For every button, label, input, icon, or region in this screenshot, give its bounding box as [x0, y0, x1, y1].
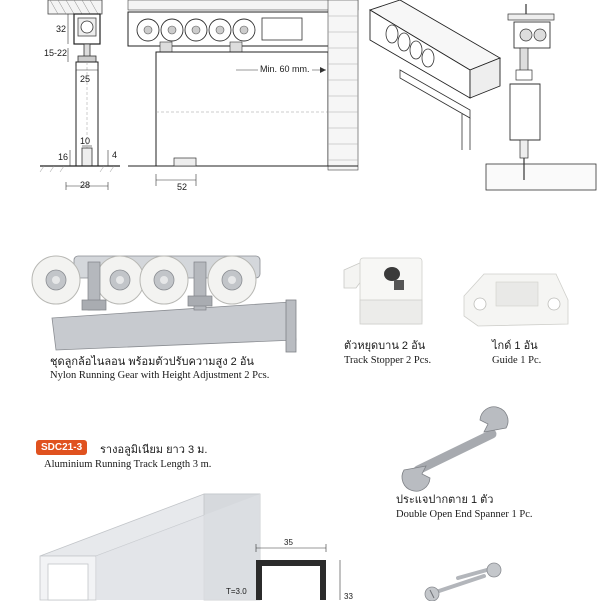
min-60-label: Min. 60 mm.	[258, 64, 312, 74]
dim-25-label: 25	[80, 74, 91, 84]
dim-33-label: 33	[344, 592, 353, 601]
dim-28-label: 28	[80, 180, 91, 190]
product-code-badge: SDC21-3	[36, 440, 88, 455]
dim-15-22-label: 15-22	[44, 48, 68, 58]
dim-35-label: 35	[284, 538, 293, 547]
guide-label-en: Guide 1 Pc.	[492, 355, 542, 366]
spanner-label-th: ประแจปากตาย 1 ตัว	[396, 494, 494, 506]
running-gear-label-th: ชุดลูกล้อไนลอน พร้อมตัวปรับความสูง 2 อัน	[50, 356, 254, 368]
track-label-en: Aluminium Running Track Length 3 m.	[44, 459, 212, 470]
dim-10-label: 10	[80, 136, 91, 146]
dim-4-label: 4	[112, 150, 118, 160]
dim-32-label: 32	[56, 24, 67, 34]
track-stopper-label-en: Track Stopper 2 Pcs.	[344, 355, 432, 366]
dim-52-label: 52	[177, 182, 188, 192]
track-label-th: รางอลูมิเนียม ยาว 3 ม.	[100, 444, 208, 456]
spanner-label-en: Double Open End Spanner 1 Pc.	[396, 509, 533, 520]
guide-label-th: ไกด์ 1 อัน	[492, 340, 538, 352]
dim-thickness-label: T=3.0	[226, 587, 247, 596]
track-stopper-label-th: ตัวหยุดบาน 2 อัน	[344, 340, 426, 352]
running-gear-label-en: Nylon Running Gear with Height Adjustmen…	[50, 370, 270, 381]
dim-16-label: 16	[58, 152, 69, 162]
